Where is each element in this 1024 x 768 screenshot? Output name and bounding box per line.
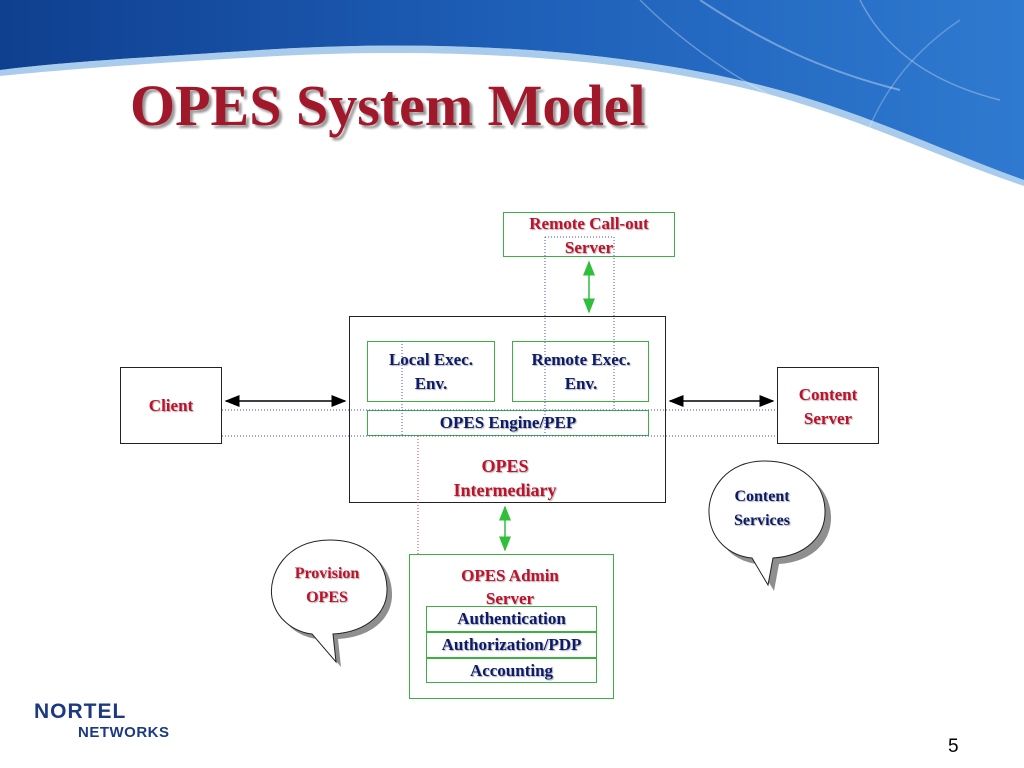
remote-callout-server-label: Remote Call-out Server xyxy=(529,214,649,257)
opes-admin-server-label: OPES Admin Server xyxy=(461,566,559,608)
content-server-box xyxy=(777,367,879,444)
slide-title: OPES System Model xyxy=(130,73,646,138)
client-label: Client xyxy=(148,396,194,415)
logo-line2: NETWORKS xyxy=(78,724,170,741)
content-services-label: Content Services xyxy=(734,488,790,529)
remote-exec-env-label: Remote Exec. Env. xyxy=(531,350,631,393)
opes-engine-box xyxy=(367,410,649,436)
remote-callout-server-box xyxy=(503,212,675,257)
opes-intermediary-label: OPES Intermediary xyxy=(453,456,557,500)
authorization-pdp-cell: Authorization/PDP xyxy=(426,632,597,658)
client-box xyxy=(120,367,222,444)
nortel-networks-logo: NORTEL NETWORKS xyxy=(34,700,169,741)
header-banner xyxy=(0,0,1024,200)
accounting-cell: Accounting xyxy=(426,658,597,683)
content-server-label: Content Server xyxy=(798,385,858,428)
opes-engine-label: OPES Engine/PEP xyxy=(439,413,577,432)
provision-opes-label: Provision OPES xyxy=(294,565,360,606)
page-number: 5 xyxy=(948,736,959,757)
local-exec-env-label: Local Exec. Env. xyxy=(388,350,474,393)
authentication-cell: Authentication xyxy=(426,606,597,632)
logo-line1: NORTEL xyxy=(34,700,127,723)
local-exec-env-box xyxy=(367,341,495,402)
remote-exec-env-box xyxy=(512,341,649,402)
